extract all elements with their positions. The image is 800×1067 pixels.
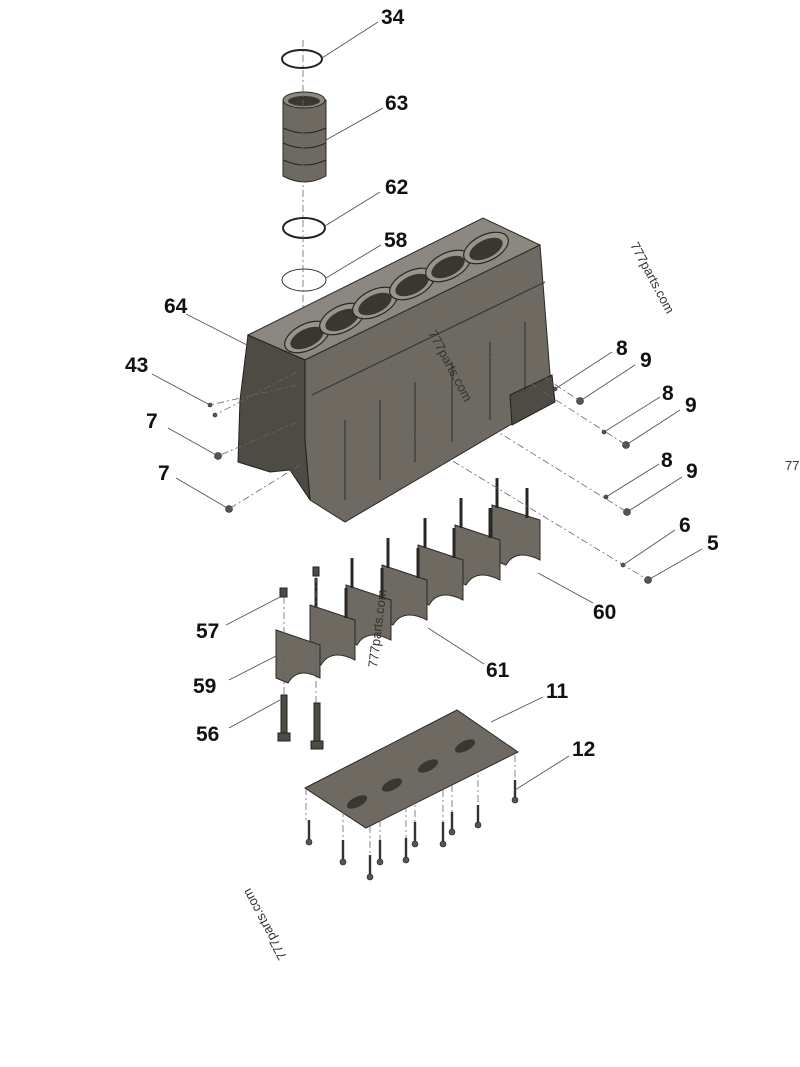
part-59-bearing-cap[interactable] [275,629,321,684]
part-57-dowel[interactable] [279,566,320,598]
part-60-main-bearing-caps[interactable] [309,478,541,666]
part-64-cylinder-block[interactable] [237,217,556,523]
plug-parts[interactable] [207,386,652,584]
part-58-o-ring[interactable] [281,268,327,292]
leader-lines [151,21,703,791]
callout-9-third: 9 [686,460,698,483]
callout-7-lower: 7 [158,462,170,485]
callout-34: 34 [381,6,405,29]
watermark-text-partial: 777 [785,458,800,473]
cap-studs [314,478,529,618]
part-56-cap-bolts[interactable] [277,694,324,750]
callout-58: 58 [384,229,408,252]
callout-8-third: 8 [661,449,673,472]
callout-9-first: 9 [640,349,652,372]
plate-slots [346,739,476,809]
callout-5: 5 [707,532,719,555]
callout-6: 6 [679,514,691,537]
callout-63: 63 [385,92,408,115]
callout-12: 12 [572,738,595,761]
watermark-text: 777parts.com [239,886,289,963]
part-11-stiffener-plate[interactable] [304,709,519,829]
callout-62: 62 [385,176,408,199]
callout-56: 56 [196,723,219,746]
callout-57: 57 [196,620,219,643]
callout-43: 43 [125,354,148,377]
watermark-text: 777parts.com [627,239,677,316]
callout-60: 60 [593,601,616,624]
part-12-plate-screws[interactable] [305,780,519,881]
callout-8-first: 8 [616,337,628,360]
cylinder-bores [284,231,509,354]
callout-7-upper: 7 [146,410,158,433]
part-62-ring[interactable] [282,217,326,239]
part-34-ring[interactable] [281,49,323,69]
part-63-cylinder-liner[interactable] [282,91,327,183]
block-ribs [311,281,546,500]
callout-59: 59 [193,675,216,698]
callout-61: 61 [486,659,510,682]
callout-8-second: 8 [662,382,674,405]
projection-lines [209,317,649,855]
callout-64: 64 [164,295,188,318]
callout-9-second: 9 [685,394,697,417]
callout-labels: 34 63 62 58 64 43 7 7 8 9 8 9 8 9 6 5 60… [125,6,719,761]
callout-11: 11 [546,680,569,703]
